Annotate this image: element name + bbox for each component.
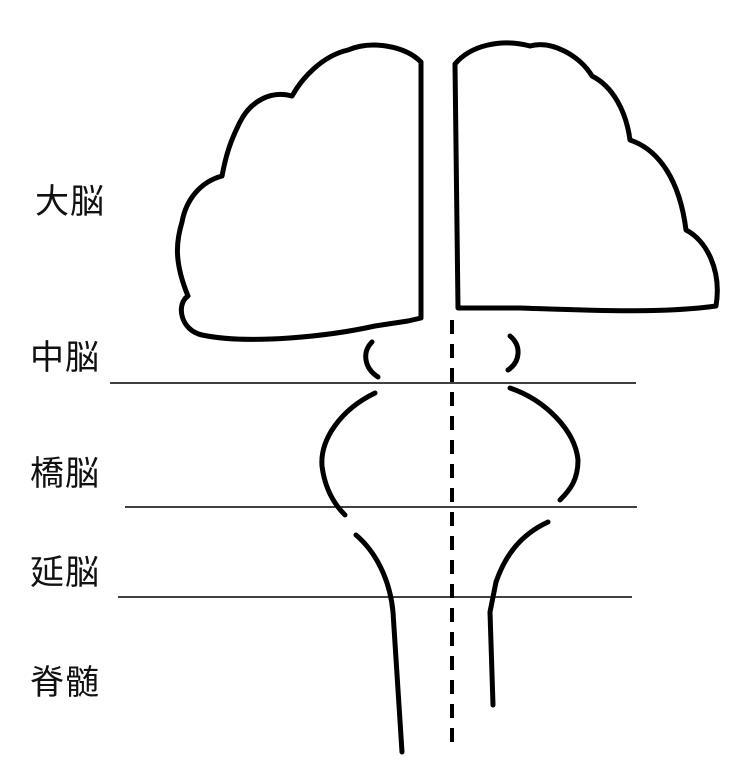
label-pons: 橋脳 <box>30 454 100 494</box>
midbrain-right <box>505 333 521 373</box>
right-cerebral-hemisphere <box>452 40 720 314</box>
left-cerebral-hemisphere <box>174 42 424 342</box>
label-spinal-cord: 脊髄 <box>30 663 100 703</box>
pons-left <box>319 390 378 518</box>
label-medulla: 延脳 <box>30 553 100 593</box>
label-cerebrum: 大脳 <box>35 182 105 222</box>
medulla-spinal-right <box>487 519 551 708</box>
medulla-spinal-left <box>353 532 405 755</box>
label-midbrain: 中脳 <box>30 338 100 378</box>
midbrain-left <box>363 339 381 380</box>
pons-right <box>507 385 581 503</box>
